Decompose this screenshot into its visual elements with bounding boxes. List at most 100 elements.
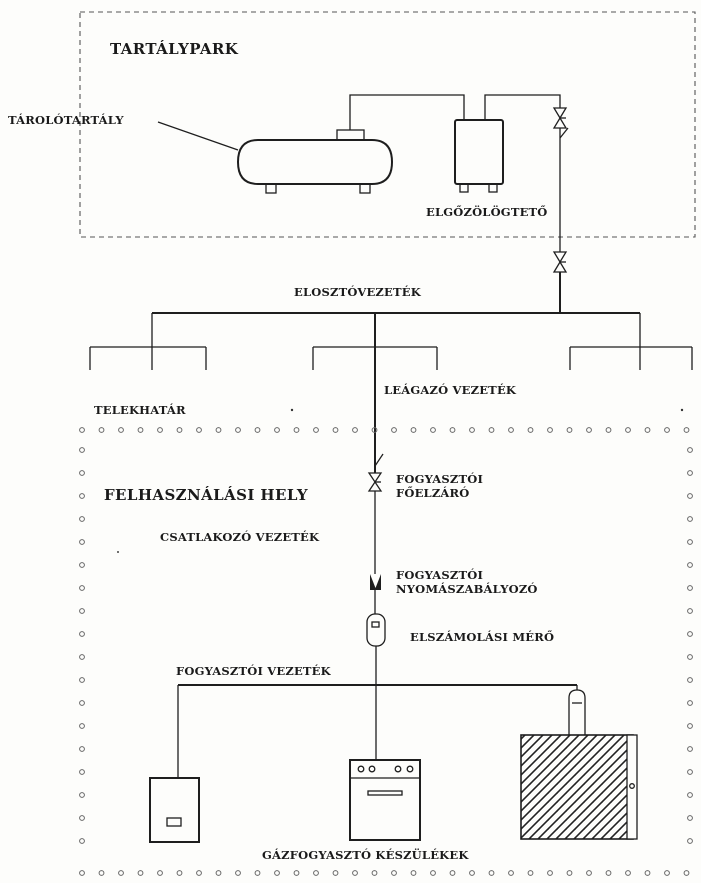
main-shutoff-label-line1: FOGYASZTÓI: [396, 472, 484, 486]
boundary-marker: [644, 427, 651, 433]
boundary-marker: [79, 700, 85, 706]
boundary-marker: [79, 654, 85, 660]
boundary-marker: [352, 870, 358, 876]
boundary-marker: [687, 631, 693, 637]
boundary-marker: [527, 870, 534, 876]
boundary-marker: [79, 585, 85, 591]
boundary-marker: [274, 870, 280, 876]
appliance-wall-heater: [149, 777, 200, 843]
boundary-marker: [79, 870, 85, 876]
boundary-marker: [687, 654, 693, 660]
boundary-marker: [683, 427, 690, 433]
boundary-marker: [235, 427, 241, 433]
boundary-marker: [664, 870, 670, 876]
boundary-marker: [137, 427, 144, 433]
boundary-marker: [687, 815, 693, 821]
boundary-marker: [118, 427, 124, 433]
boundary-marker: [79, 516, 85, 522]
boundary-marker: [605, 427, 612, 433]
boundary-marker: [687, 608, 693, 614]
boundary-marker: [625, 870, 631, 876]
property-boundary-left: [79, 447, 85, 844]
boundary-marker: [332, 427, 339, 433]
branch-right: [569, 346, 693, 370]
boundary-marker: [508, 427, 514, 433]
boundary-marker: [687, 700, 693, 706]
boundary-marker: [79, 677, 85, 683]
shutoff-valve-lower: [552, 251, 568, 273]
boundary-marker: [449, 427, 456, 433]
boundary-marker: [79, 769, 85, 775]
branch-left: [89, 346, 207, 370]
pressure-regulator: [370, 574, 381, 590]
vaporizer-label: ELGŐZÖLÖGTETŐ: [426, 205, 548, 219]
boundary-marker: [79, 815, 85, 821]
boundary-marker: [687, 539, 693, 545]
boundary-marker: [488, 427, 495, 433]
shutoff-valve-handle: [374, 453, 384, 467]
boundary-marker: [547, 427, 553, 433]
boundary-marker: [410, 427, 417, 433]
billing-meter: [366, 613, 386, 647]
property-boundary-bottom: [79, 870, 690, 876]
consumer-pipe-label: FOGYASZTÓI VEZETÉK: [176, 664, 331, 678]
boundary-marker: [664, 427, 670, 433]
boundary-marker: [687, 838, 693, 844]
boundary-marker: [313, 870, 319, 876]
boundary-marker: [430, 427, 436, 433]
boundary-marker: [137, 870, 144, 876]
boundary-marker: [449, 870, 456, 876]
boundary-marker: [469, 870, 475, 876]
relief-valve-stub: [559, 127, 569, 139]
boundary-marker: [79, 723, 85, 729]
boundary-marker: [196, 870, 202, 876]
boundary-marker: [235, 870, 241, 876]
branch-pipe-label: LEÁGAZÓ VEZETÉK: [384, 383, 517, 397]
boundary-marker: [118, 870, 124, 876]
boundary-marker: [687, 447, 693, 453]
appliance-stove: [349, 759, 421, 841]
tank-park-label: TARTÁLYPARK: [110, 40, 239, 58]
storage-tank-label: TÁROLÓTARTÁLY: [8, 113, 124, 127]
boundary-marker: [586, 870, 592, 876]
boundary-marker: [79, 562, 85, 568]
boundary-marker: [687, 792, 693, 798]
boundary-marker: [391, 427, 397, 433]
boundary-marker: [683, 870, 690, 876]
boundary-marker: [430, 870, 436, 876]
boundary-marker: [586, 427, 592, 433]
boundary-marker: [79, 838, 85, 844]
boundary-marker: [79, 631, 85, 637]
connection-pipe-label: CSATLAKOZÓ VEZETÉK: [160, 530, 320, 544]
boundary-marker: [176, 870, 183, 876]
boundary-marker: [79, 427, 85, 433]
boundary-marker: [488, 870, 495, 876]
usage-site-label: FELHASZNÁLÁSI HELY: [104, 486, 308, 504]
property-boundary-right: [687, 447, 693, 844]
boundary-marker: [293, 427, 300, 433]
boundary-marker: [687, 723, 693, 729]
tank-park-boundary: [79, 11, 696, 238]
boundary-marker: [79, 493, 85, 499]
boundary-marker: [625, 427, 631, 433]
property-boundary-label: TELEKHATÁR: [94, 403, 186, 417]
boundary-marker: [566, 870, 573, 876]
boundary-marker: [274, 427, 280, 433]
boundary-marker: [176, 427, 183, 433]
boundary-marker: [687, 746, 693, 752]
boundary-marker: [687, 585, 693, 591]
distribution-pipe-label: ELOSZTÓVEZETÉK: [294, 285, 421, 299]
billing-meter-label: ELSZÁMOLÁSI MÉRŐ: [410, 630, 555, 644]
vaporizer-outlet-pipe: [484, 94, 561, 120]
boundary-marker: [196, 427, 202, 433]
main-shutoff-label-line2: FŐELZÁRÓ: [396, 486, 470, 501]
boundary-marker: [469, 427, 475, 433]
boundary-marker: [79, 539, 85, 545]
boundary-marker: [79, 792, 85, 798]
boundary-marker: [644, 870, 651, 876]
gas-appliances-label: GÁZFOGYASZTÓ KÉSZÜLÉKEK: [262, 848, 469, 862]
boundary-marker: [332, 870, 339, 876]
appliance-convector: [520, 689, 638, 840]
boundary-marker: [687, 493, 693, 499]
